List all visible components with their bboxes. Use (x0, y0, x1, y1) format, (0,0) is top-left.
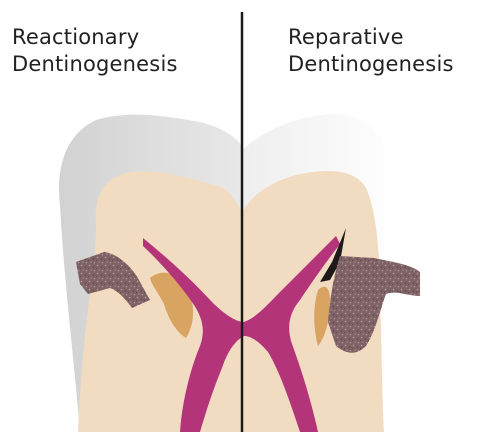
label-right-line2: Dentinogenesis (288, 51, 454, 78)
label-left-line1: Reactionary (12, 24, 178, 51)
label-reparative-dentinogenesis: Reparative Dentinogenesis (288, 24, 454, 78)
label-reactionary-dentinogenesis: Reactionary Dentinogenesis (12, 24, 178, 78)
label-left-line2: Dentinogenesis (12, 51, 178, 78)
label-right-line1: Reparative (288, 24, 454, 51)
